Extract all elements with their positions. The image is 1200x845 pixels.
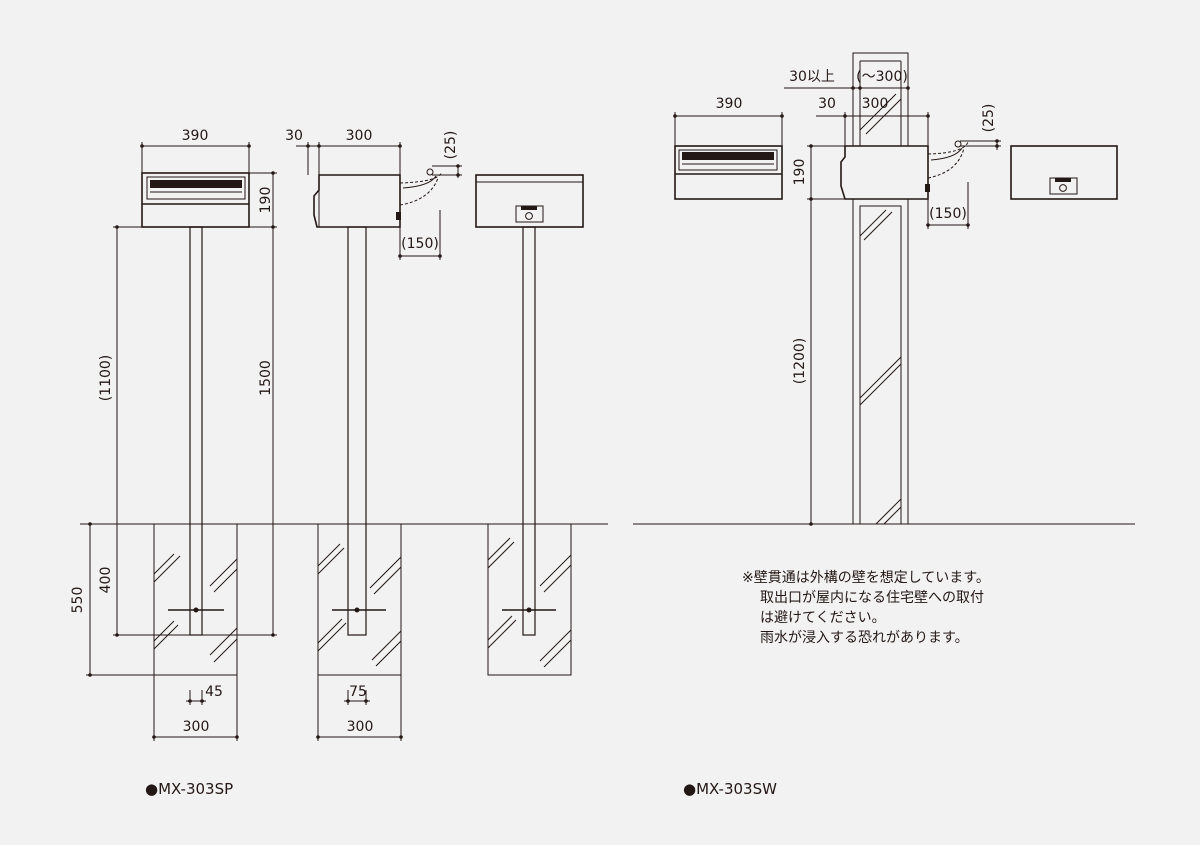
- dim-sw-install-height: (1200): [792, 338, 808, 385]
- sw-front-view: [674, 112, 783, 200]
- sp-letter-slot: [146, 176, 246, 200]
- dim-sp-side-foundation-width: 300: [347, 719, 374, 735]
- dim-sw-height: 190: [792, 159, 808, 186]
- sp-side-mailbox: [313, 174, 401, 228]
- dim-sw-lid-25: (25): [981, 104, 997, 133]
- dim-sp-lid-25: (25): [443, 131, 459, 160]
- dim-sp-side-post-width: 75: [349, 684, 367, 700]
- sp-side-foundation: [317, 523, 402, 676]
- sw-wall-lower: [852, 199, 909, 525]
- model-label-sw: ●MX-303SW: [683, 780, 777, 798]
- sw-letter-slot: [678, 149, 778, 171]
- sw-wall-upper: [852, 52, 909, 146]
- sw-back-view: [1010, 145, 1118, 200]
- sw-front-mailbox: [674, 145, 783, 200]
- installation-note: ※壁貫通は外構の壁を想定しています。 取出口が屋内になる住宅壁への取付 は避けて…: [742, 570, 990, 646]
- dim-sw-wall-min: 30以上: [789, 69, 835, 85]
- sp-back-post: [522, 226, 536, 636]
- sp-front-foundation: [153, 523, 238, 676]
- dim-sw-offset: 30: [818, 96, 836, 112]
- dim-sp-side-offset: 30: [285, 128, 303, 144]
- dim-sp-height: 190: [258, 187, 274, 214]
- dim-sp-bury-depth: 400: [98, 567, 114, 594]
- note-line-4: 雨水が浸入する恐れがあります。: [760, 630, 969, 646]
- note-line-2: 取出口が屋内になる住宅壁への取付: [760, 590, 984, 606]
- dim-sp-total-height: 1500: [258, 360, 274, 396]
- sp-back-view: [475, 174, 584, 676]
- dim-sp-foundation-width: 300: [183, 719, 210, 735]
- dim-sp-lid-150: (150): [401, 236, 439, 252]
- note-line-3: は避けてください。: [760, 610, 886, 626]
- sp-side-post: [347, 226, 367, 636]
- dim-sw-depth: 300: [862, 96, 889, 112]
- dim-sw-wall-range: (～300): [856, 69, 908, 85]
- note-line-1: ※壁貫通は外構の壁を想定しています。: [742, 570, 990, 586]
- sw-side-mailbox: [840, 145, 929, 200]
- dim-sp-post-length: (1100): [98, 355, 114, 402]
- sw-back-mailbox: [1010, 145, 1118, 200]
- dim-sp-side-depth: 300: [346, 128, 373, 144]
- dim-sp-foundation-depth: 550: [70, 587, 86, 614]
- dim-sw-width: 390: [716, 96, 743, 112]
- dim-sp-post-width: 45: [205, 684, 223, 700]
- dim-sw-lid-150: (150): [929, 206, 967, 222]
- sp-back-foundation: [487, 523, 572, 676]
- dim-sp-width: 390: [182, 128, 209, 144]
- sp-front-post: [189, 226, 203, 636]
- model-label-sp: ●MX-303SP: [145, 780, 233, 798]
- sp-side-view: [296, 142, 462, 741]
- sw-side-view: [784, 52, 1001, 525]
- sp-front-view: [86, 142, 277, 741]
